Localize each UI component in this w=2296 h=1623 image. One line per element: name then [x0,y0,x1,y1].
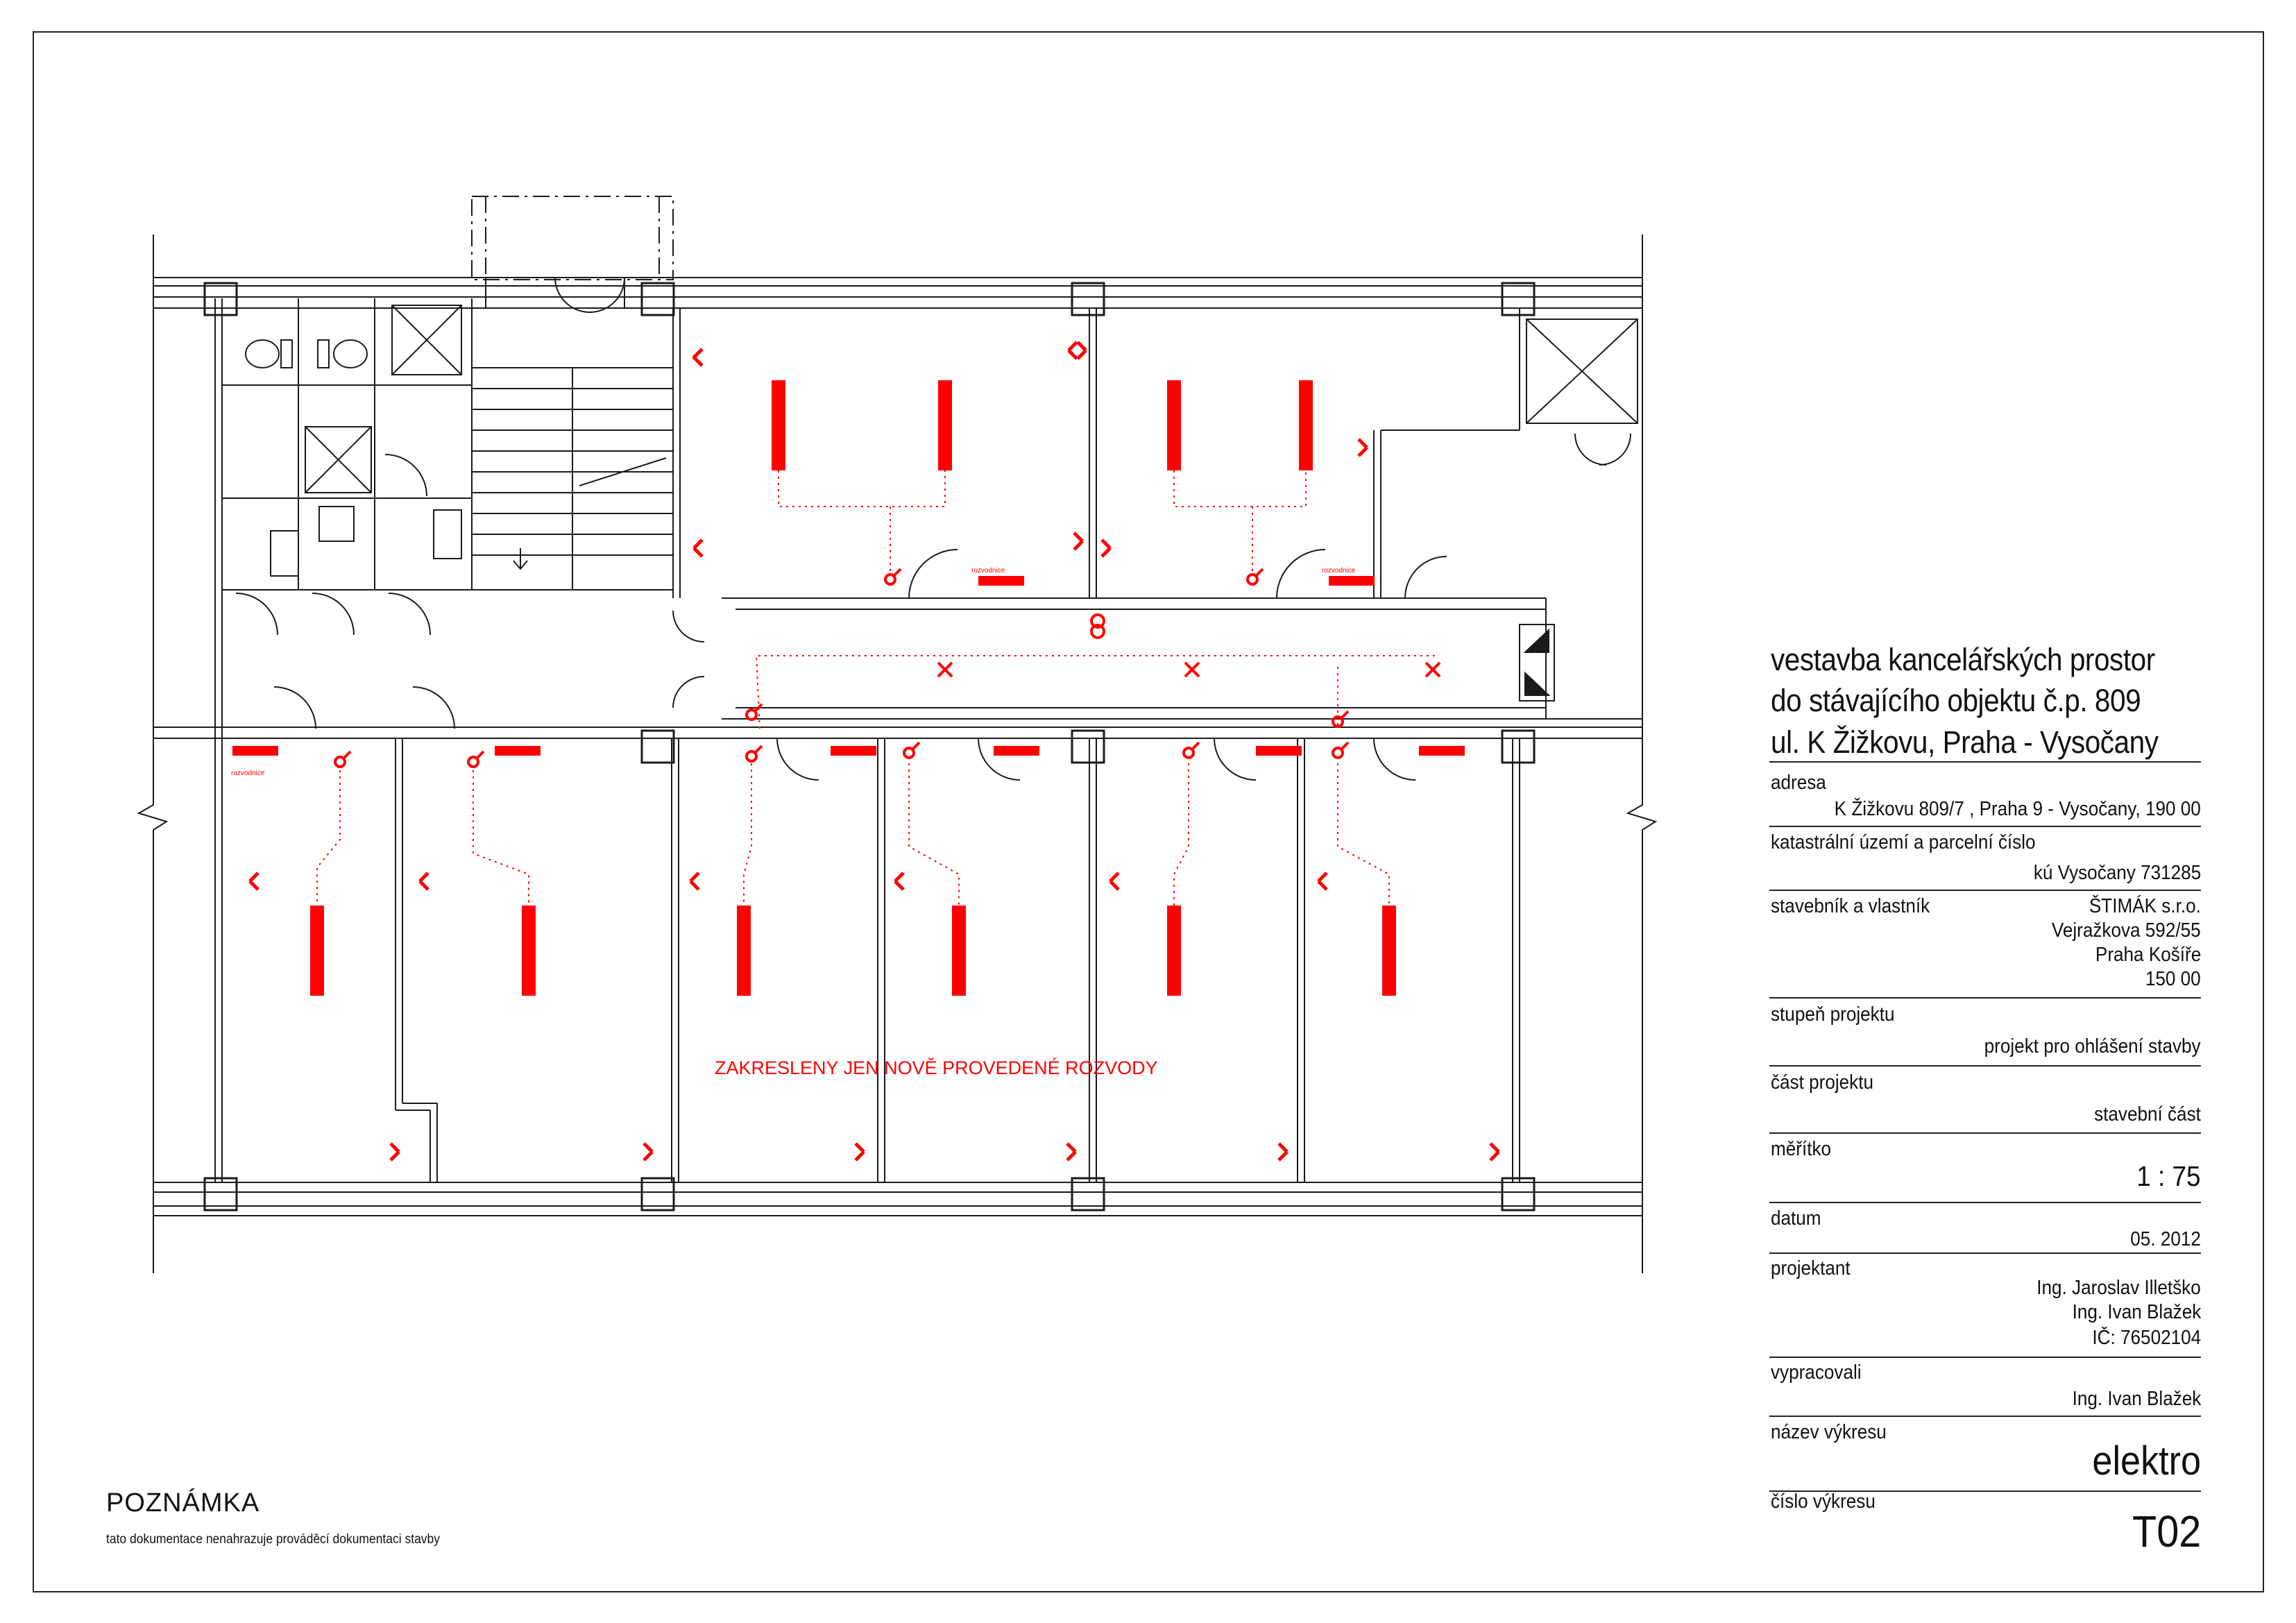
drawing-name-label: název výkresu [1771,1421,1887,1443]
plan-annotation: ZAKRESLENY JEN NOVĚ PROVEDENÉ ROZVODY [715,1057,1158,1078]
sanitary-block [214,298,473,1182]
designer-label: projektant [1771,1257,1851,1280]
divider [1769,1202,2201,1203]
upper-partitions [672,308,1638,708]
part-label: část projektu [1771,1071,1873,1094]
bottom-exterior-wall [153,1182,1642,1216]
sheet-border [33,31,2264,1592]
prepared-value: Ing. Ivan Blažek [2072,1388,2201,1410]
divider [1769,997,2201,999]
wiring-runs [316,470,1436,906]
date-label: datum [1771,1207,1821,1230]
project-title-line-1: vestavba kancelářských prostor [1771,642,2155,677]
top-exterior-wall [153,277,1642,309]
corridor-lights [937,661,1441,678]
panel-label: rozvodnice [1322,567,1356,575]
divider [1769,1252,2201,1254]
note-text: tato dokumentace nenahrazuje prováděcí d… [106,1532,441,1547]
divider [1769,1065,2201,1067]
socket-symbols [248,341,1500,1162]
drawing-name-value: elektro [2092,1438,2201,1484]
corridor-walls [153,597,1642,739]
drawing-number-label: číslo výkresu [1771,1490,1876,1513]
stage-label: stupeň projektu [1771,1003,1895,1026]
designer-line: Ing. Jaroslav Illetško [2036,1277,2201,1299]
project-title-line-2: do stávajícího objektu č.p. 809 [1771,683,2141,718]
date-value: 05. 2012 [2130,1228,2201,1250]
electrical-layout: rozvodnice rozvodnice rozvodnice ZAKRESL… [231,341,1500,1162]
structural-columns [203,282,1536,1212]
prepared-label: vypracovali [1771,1361,1862,1384]
owner-label: stavebník a vlastník [1771,895,1930,917]
floor-plan [137,196,1658,1273]
entrance-doors [554,277,625,313]
address-value: K Žižkovu 809/7 , Praha 9 - Vysočany, 19… [1834,798,2201,820]
panel-labels: rozvodnice rozvodnice rozvodnice [231,567,1356,777]
project-title-line-3: ul. K Žižkovu, Praha - Vysočany [1771,724,2159,760]
owner-line: Vejražkova 592/55 [2052,919,2201,942]
owner-line: ŠTIMÁK s.r.o. [2089,895,2201,917]
divider [1769,1416,2201,1417]
light-fixtures-lower [310,906,1396,996]
panel-label: rozvodnice [231,770,265,777]
designer-line: IČ: 76502104 [2092,1327,2201,1349]
divider [1769,1357,2201,1358]
entrance-canopy [471,196,674,280]
divider [1769,826,2201,827]
panel-label: rozvodnice [971,567,1005,575]
distribution-box [1519,624,1555,702]
cadastre-value: kú Vysočany 731285 [2033,862,2201,884]
cadastre-label: katastrální území a parcelní číslo [1771,831,2036,853]
break-lines [137,235,1658,1273]
part-value: stavební část [2094,1103,2201,1125]
scale-label: měřítko [1771,1138,1832,1160]
divider [1769,1490,2201,1492]
light-switches [334,568,1350,768]
light-fixtures-upper [772,380,1313,470]
owner-line: 150 00 [2145,968,2201,990]
divider [1769,1132,2201,1134]
stage-value: projekt pro ohlášení stavby [1984,1035,2201,1057]
lower-partitions [395,738,1520,1182]
address-label: adresa [1771,772,1826,794]
note-heading: POZNÁMKA [106,1488,260,1518]
staircase [471,367,674,590]
distribution-boards [232,576,1465,756]
scale-value: 1 : 75 [2136,1160,2201,1192]
drawing-number-value: T02 [2132,1506,2201,1556]
owner-line: Praha Košíře [2095,944,2201,966]
divider [1769,890,2201,891]
designer-line: Ing. Ivan Blažek [2072,1301,2201,1323]
